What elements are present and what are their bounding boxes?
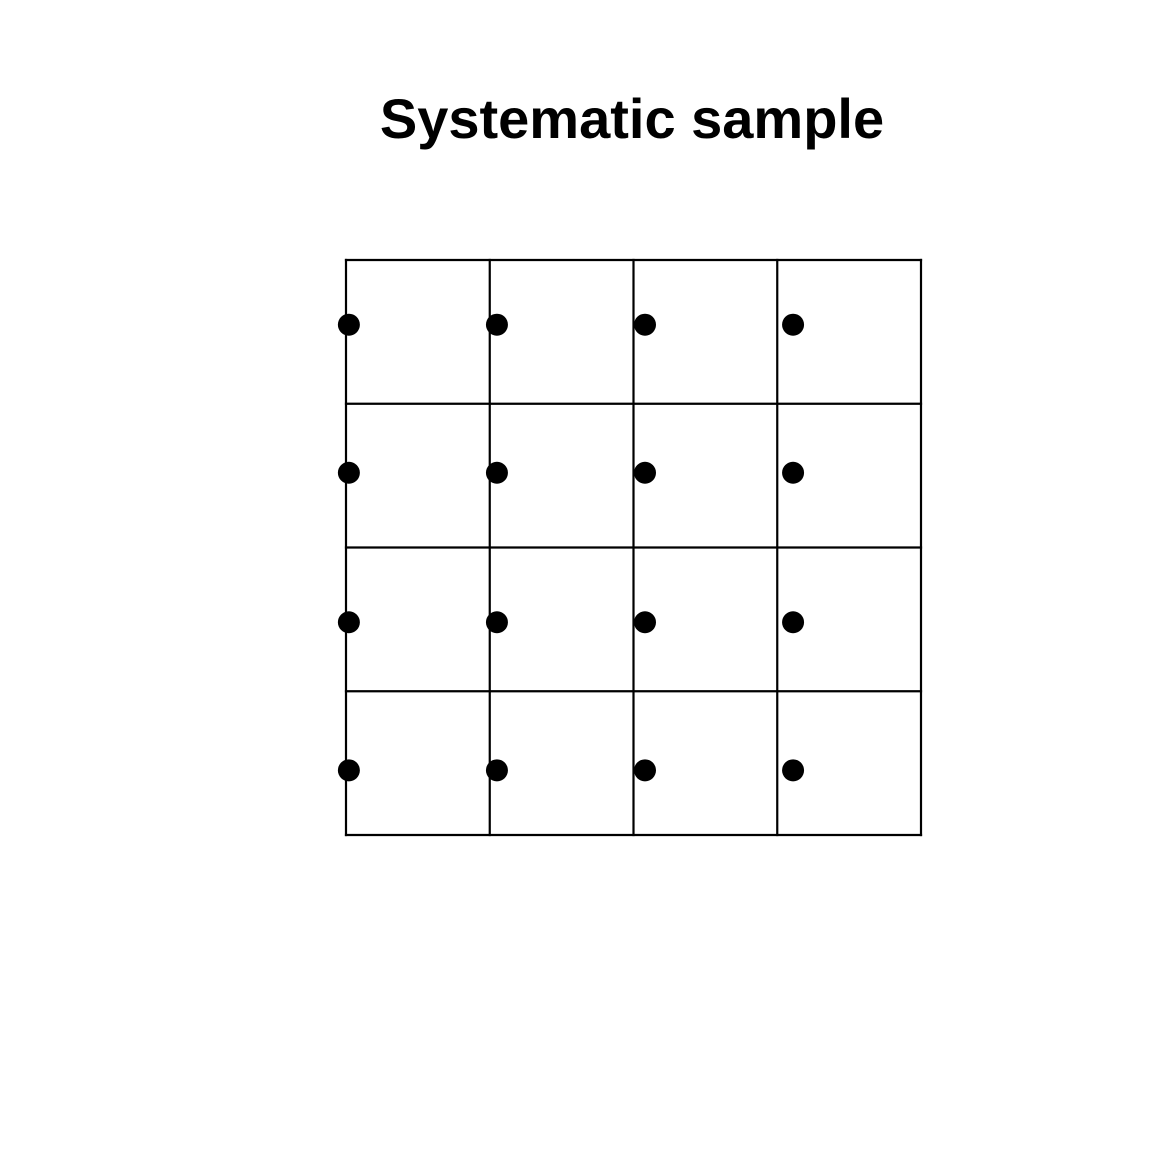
sample-point xyxy=(634,759,656,782)
grid xyxy=(344,258,923,837)
chart-title: Systematic sample xyxy=(379,87,885,150)
sample-point xyxy=(782,313,805,336)
sample-point xyxy=(337,461,360,484)
sample-point xyxy=(634,461,656,484)
sample-point xyxy=(782,759,805,782)
sample-point xyxy=(485,759,508,782)
sample-point xyxy=(485,461,508,484)
sample-point xyxy=(337,611,360,634)
sample-point xyxy=(634,313,656,336)
sample-point xyxy=(485,313,508,336)
sample-point xyxy=(634,611,656,634)
sample-points xyxy=(337,313,805,782)
sample-point xyxy=(485,611,508,634)
sample-point xyxy=(337,759,360,782)
sample-point xyxy=(337,313,360,336)
sample-point xyxy=(782,611,805,634)
sample-point xyxy=(782,461,805,484)
